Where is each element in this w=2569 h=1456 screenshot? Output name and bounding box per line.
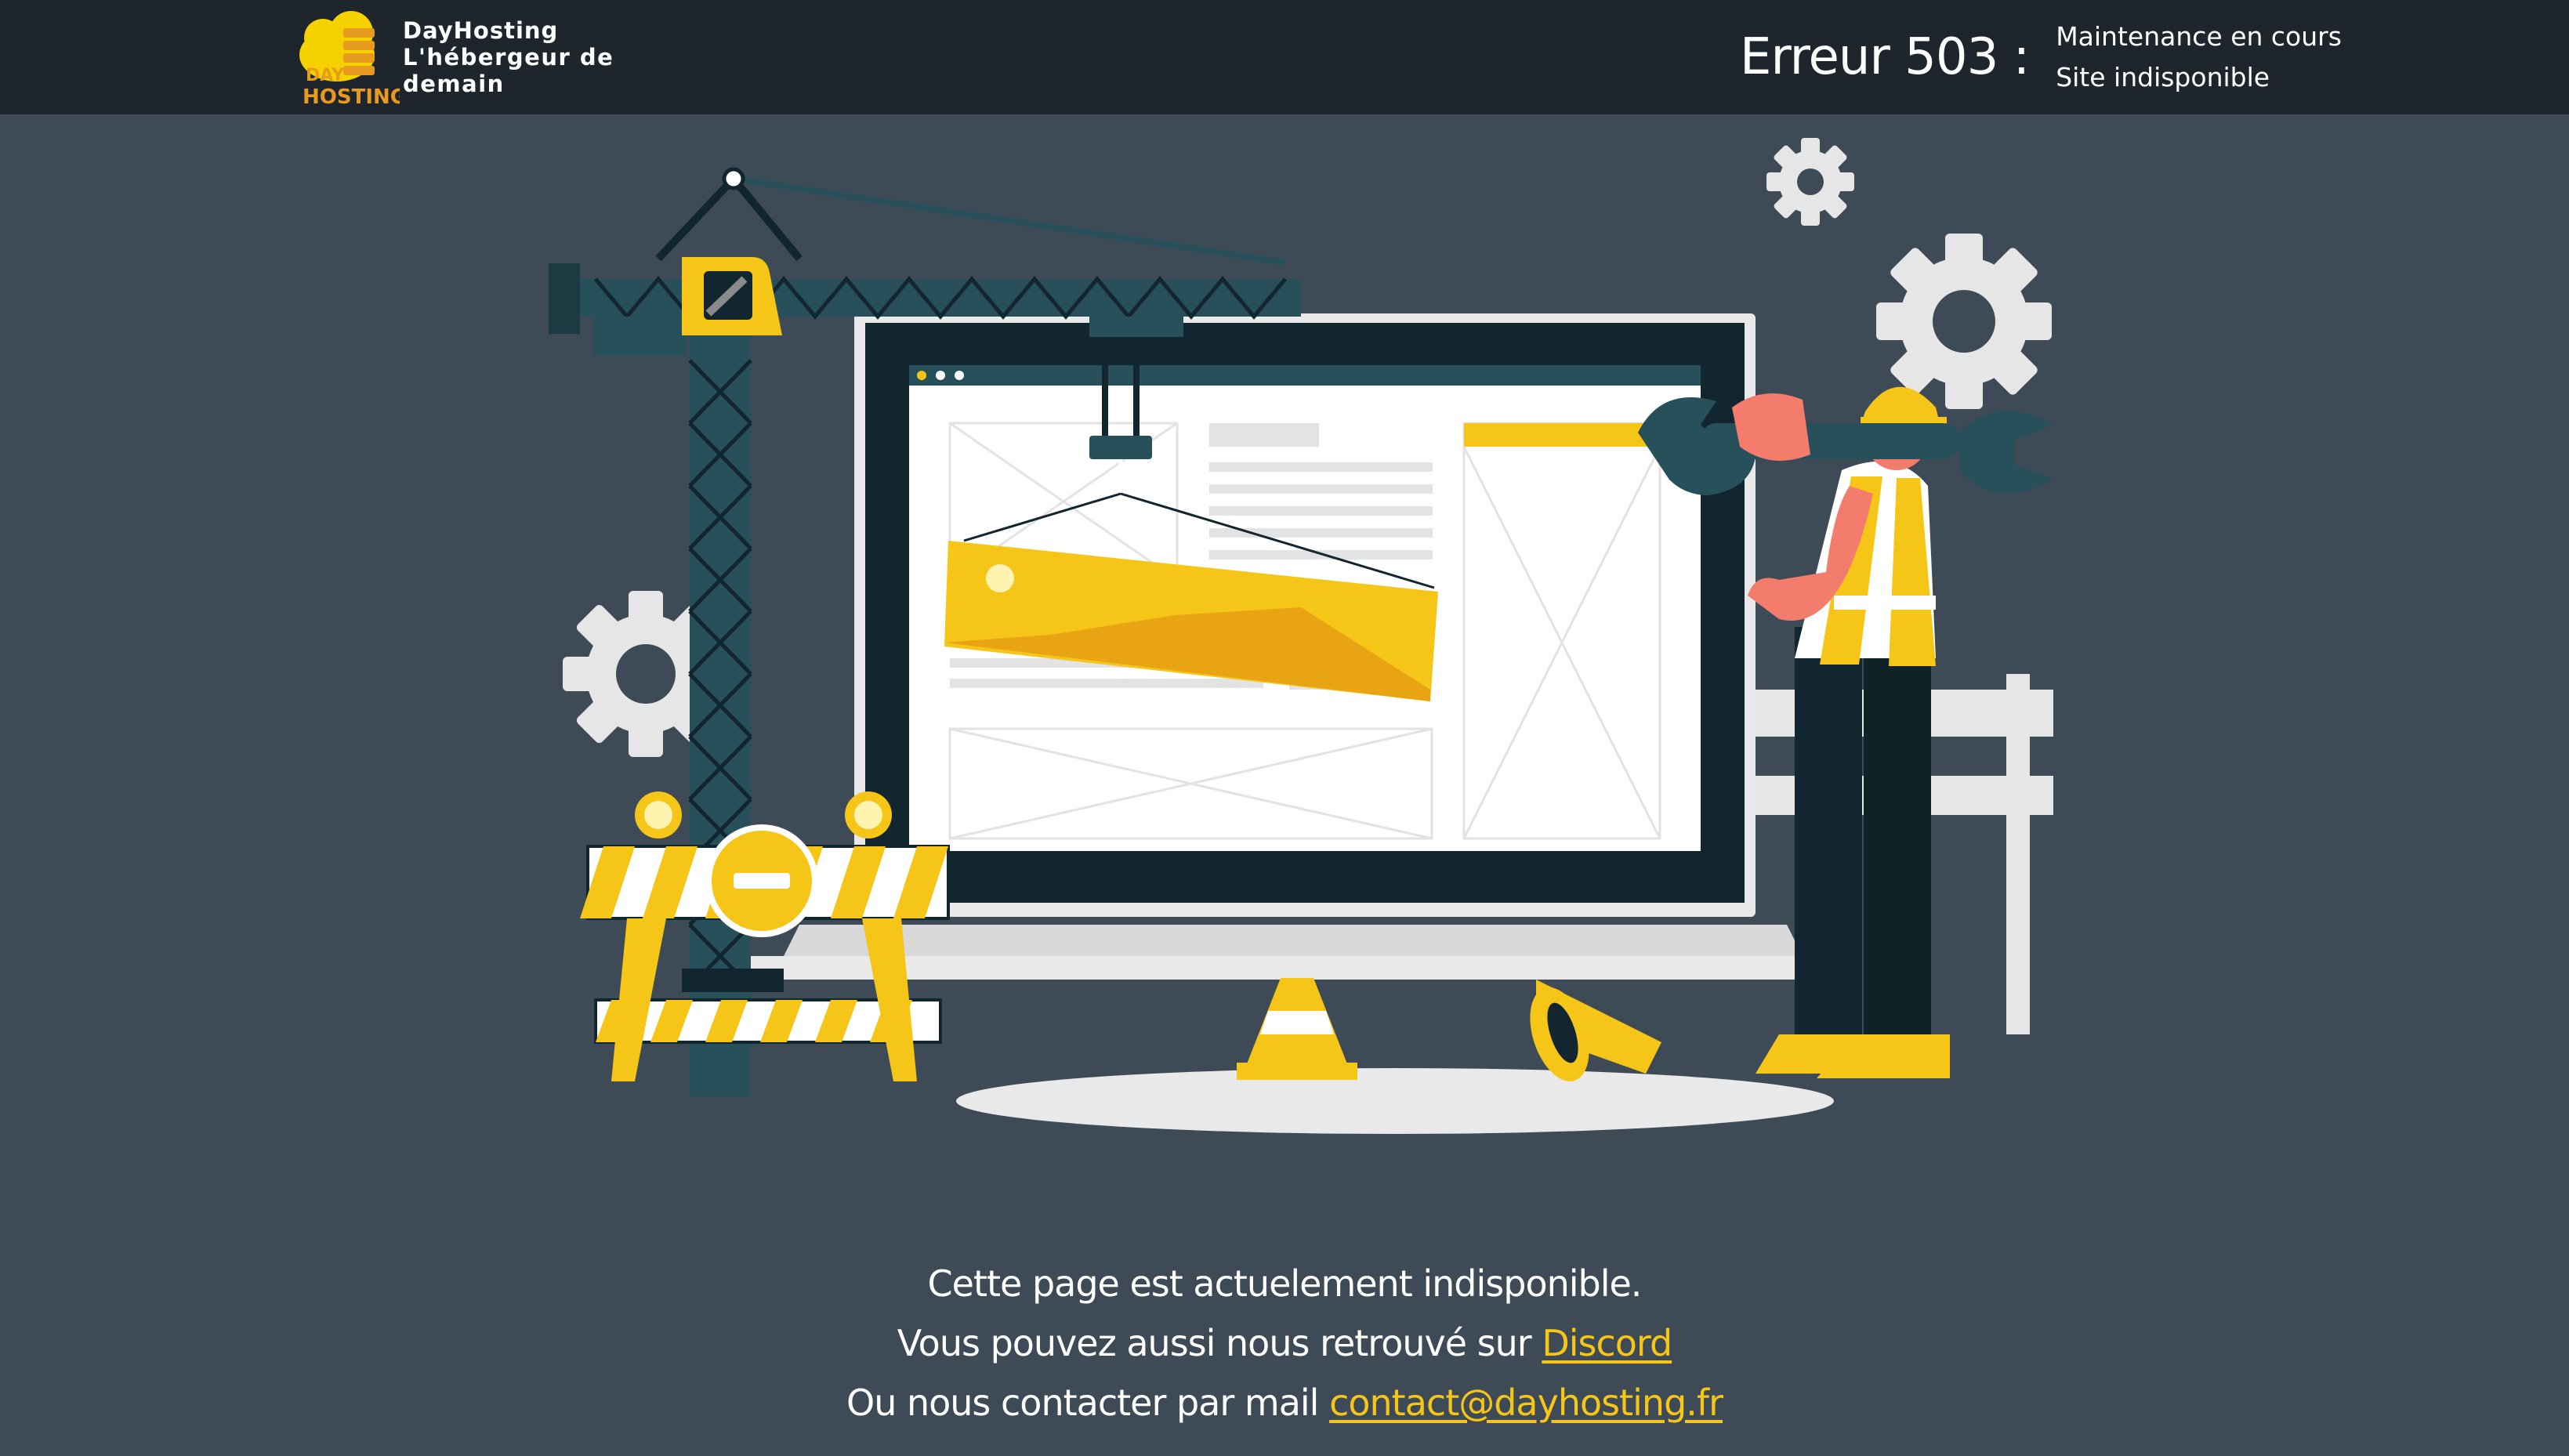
message-line-discord: Vous pouvez aussi nous retrouvé sur Disc… <box>0 1313 2569 1373</box>
dayhosting-logo: DAY HOSTING <box>290 6 407 109</box>
svg-text:HOSTING: HOSTING <box>303 85 400 108</box>
gear-icon <box>1766 138 1854 226</box>
error-status: Erreur 503 : Maintenance en cours Site i… <box>1740 0 2342 114</box>
brand[interactable]: DAY HOSTING DayHosting L'hébergeur de de… <box>290 6 713 109</box>
error-code: Erreur 503 : <box>1740 28 2030 86</box>
brand-tagline: L'hébergeur de demain <box>403 44 614 97</box>
svg-text:DAY: DAY <box>306 66 345 85</box>
discord-link[interactable]: Discord <box>1542 1322 1672 1364</box>
email-link[interactable]: contact@dayhosting.fr <box>1329 1382 1723 1424</box>
brand-name: DayHosting <box>403 17 559 44</box>
maintenance-message: Cette page est actuelement indisponible.… <box>0 1254 2569 1432</box>
unavailable-text: Cette page est actuelement indisponible. <box>927 1262 1643 1305</box>
error-description: Maintenance en cours Site indisponible <box>2056 16 2342 98</box>
site-status: Site indisponible <box>2056 62 2270 92</box>
top-bar: DAY HOSTING DayHosting L'hébergeur de de… <box>0 0 2569 114</box>
email-prefix-text: Ou nous contacter par mail <box>846 1382 1330 1424</box>
maintenance-status: Maintenance en cours <box>2056 21 2342 52</box>
under-construction-illustration <box>549 125 2069 1144</box>
discord-prefix-text: Vous pouvez aussi nous retrouvé sur <box>897 1322 1542 1364</box>
message-line-email: Ou nous contacter par mail contact@dayho… <box>0 1373 2569 1432</box>
gear-icon <box>563 591 729 757</box>
gear-icon <box>1876 234 2052 409</box>
message-line-unavailable: Cette page est actuelement indisponible. <box>0 1254 2569 1313</box>
